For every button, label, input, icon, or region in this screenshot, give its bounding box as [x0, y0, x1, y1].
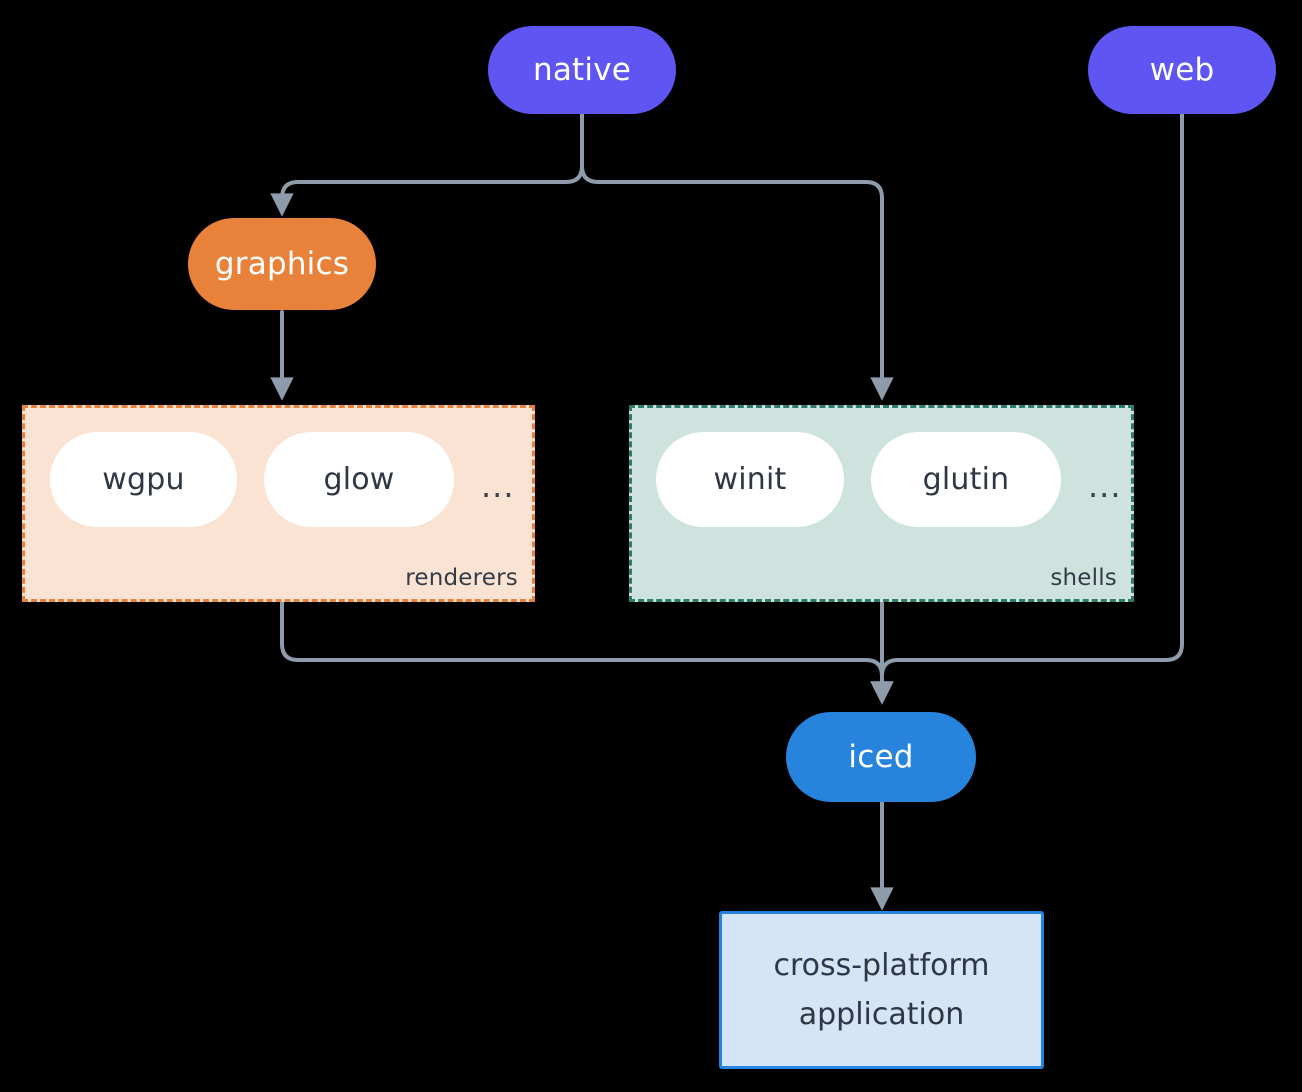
- group-renderers-label: renderers: [405, 565, 518, 591]
- chip-glow-label: glow: [323, 462, 395, 497]
- chip-glutin-label: glutin: [922, 462, 1010, 497]
- group-shells-label: shells: [1050, 565, 1117, 591]
- node-application[interactable]: cross-platform application: [719, 911, 1044, 1069]
- edge-renderers-iced: [280, 600, 894, 705]
- edge-native-bus: [270, 111, 584, 217]
- node-web-label: web: [1149, 51, 1215, 88]
- chip-wgpu[interactable]: wgpu: [50, 432, 237, 527]
- node-graphics[interactable]: graphics: [188, 218, 376, 310]
- node-application-line2: application: [798, 997, 965, 1032]
- node-web[interactable]: web: [1088, 26, 1276, 114]
- chip-winit-label: winit: [713, 462, 787, 497]
- node-native[interactable]: native: [488, 26, 676, 114]
- chip-wgpu-label: wgpu: [102, 462, 185, 497]
- chip-winit[interactable]: winit: [656, 432, 844, 527]
- chip-glutin[interactable]: glutin: [871, 432, 1061, 527]
- node-application-text: cross-platform application: [773, 941, 989, 1040]
- node-native-label: native: [532, 51, 632, 88]
- shells-more-ellipsis: ...: [1088, 467, 1122, 505]
- chip-glow[interactable]: glow: [264, 432, 454, 527]
- node-graphics-label: graphics: [214, 245, 350, 282]
- edge-native-shells: [580, 111, 894, 401]
- node-iced[interactable]: iced: [786, 712, 976, 802]
- renderers-more-ellipsis: ...: [481, 467, 515, 505]
- node-iced-label: iced: [848, 738, 914, 775]
- node-application-line1: cross-platform: [773, 947, 990, 983]
